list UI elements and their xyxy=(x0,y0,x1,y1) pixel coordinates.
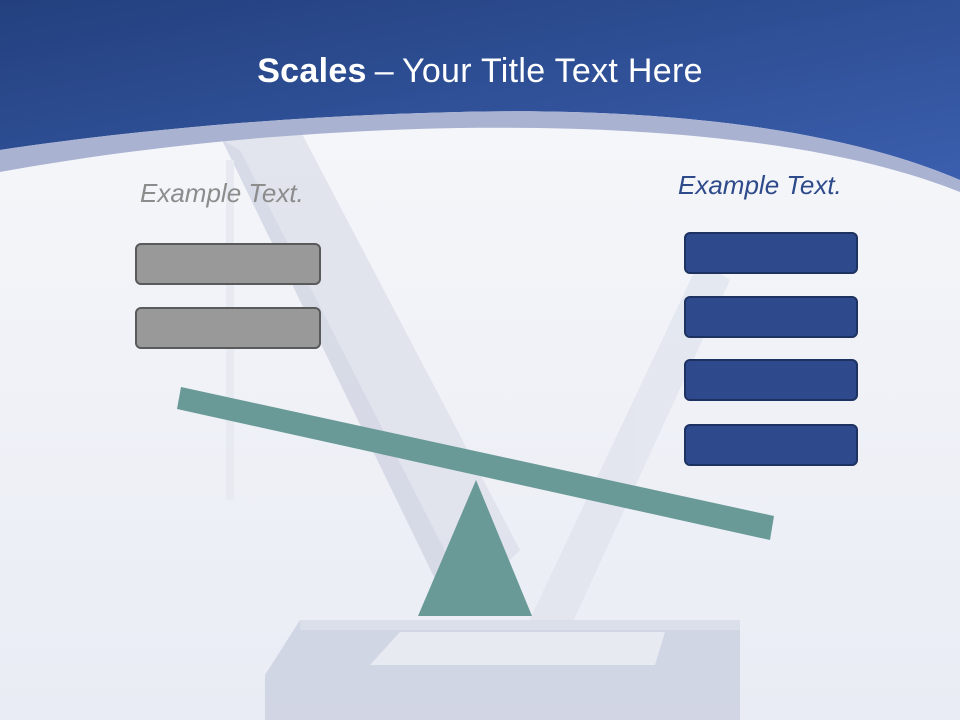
left-example-label: Example Text. xyxy=(140,178,304,208)
left-box-2 xyxy=(135,307,321,349)
right-box-4 xyxy=(684,424,858,466)
title-dash: – xyxy=(374,52,394,90)
right-box-3 xyxy=(684,359,858,401)
slide-title: Scales–Your Title Text Here xyxy=(0,52,960,91)
title-rest: Your Title Text Here xyxy=(401,52,703,90)
right-box-1 xyxy=(684,232,858,274)
fulcrum-triangle xyxy=(418,480,532,616)
left-box-1 xyxy=(135,243,321,285)
right-example-label: Example Text. xyxy=(678,170,842,200)
title-bold: Scales xyxy=(257,52,367,90)
scale-beam xyxy=(177,387,774,540)
right-box-2 xyxy=(684,296,858,338)
